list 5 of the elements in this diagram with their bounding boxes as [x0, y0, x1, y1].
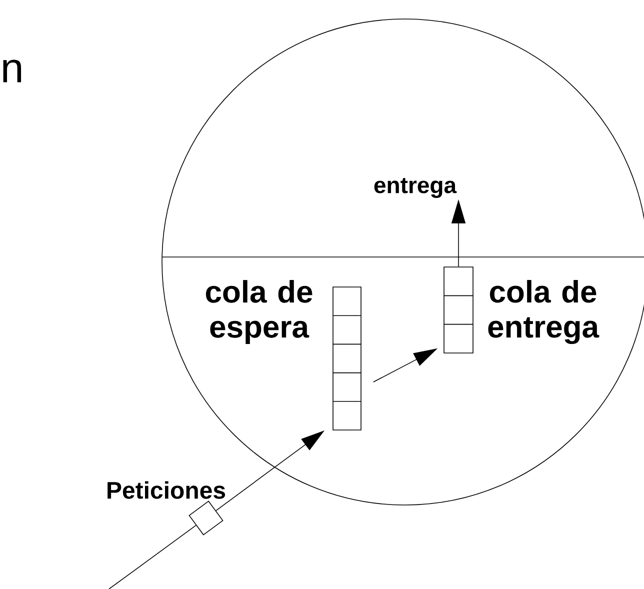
- title-fragment: n: [3, 60, 22, 82]
- input-label: Peticiones: [108, 481, 226, 499]
- queue-label: cola de espera: [206, 280, 312, 344]
- queue-label: cola de entrega: [488, 280, 600, 344]
- output-label: entrega: [374, 178, 457, 198]
